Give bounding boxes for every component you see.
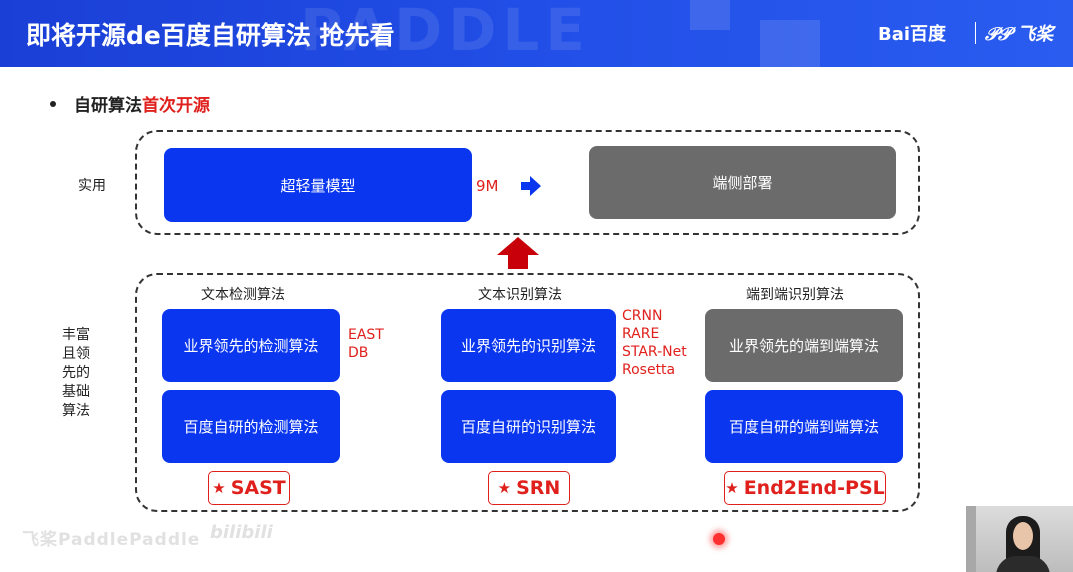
model-size-label: 9M [476,177,499,195]
bullet-heading: 自研算法首次开源 [50,91,210,116]
header-decoration [760,20,820,67]
ultralight-model-box: 超轻量模型 [164,148,472,222]
detection-algorithm-list: EAST DB [348,326,384,362]
edge-deploy-box: 端侧部署 [589,146,896,219]
presenter-body [996,556,1050,572]
arrow-right-icon [521,176,541,196]
baidu-recognition-box: 百度自研的识别算法 [441,390,616,463]
baidu-logo-text: Bai百度 [878,24,947,45]
header-decoration [690,0,730,30]
paddle-logo-mark: 𝒫𝒫 [985,24,1018,45]
badge-label: SAST [230,477,286,499]
webcam-background [966,506,976,572]
algorithm-name: DB [348,345,369,361]
paddle-logo-text: 飞桨 [1017,24,1054,45]
sota-recognition-box: 业界领先的识别算法 [441,309,616,382]
end2end-psl-badge: ★End2End-PSL [724,471,886,505]
baidu-logo: Bai百度 [878,20,946,46]
basic-algorithms-frame [135,273,920,512]
presenter-face [1013,522,1033,550]
baidu-end2end-box: 百度自研的端到端算法 [705,390,903,463]
bullet-dot [50,101,56,107]
arrow-up-icon [497,237,539,269]
slide-title: 即将开源de百度自研算法 抢先看 [26,21,395,50]
algorithm-name: EAST [348,327,384,343]
badge-label: SRN [516,477,561,499]
recognition-heading: 文本识别算法 [478,287,562,303]
detection-heading: 文本检测算法 [201,287,285,303]
bullet-text: 自研算法 [74,96,142,116]
algorithm-name: STAR-Net [622,344,687,360]
srn-badge: ★SRN [488,471,570,505]
basic-algorithms-label: 丰富且领先的基础算法 [62,327,90,419]
sast-badge: ★SAST [208,471,290,505]
presenter-webcam [966,506,1073,572]
baidu-detection-box: 百度自研的检测算法 [162,390,340,463]
practical-label: 实用 [78,178,106,194]
algorithm-name: RARE [622,326,660,342]
sota-detection-box: 业界领先的检测算法 [162,309,340,382]
recognition-algorithm-list: CRNN RARE STAR-Net Rosetta [622,307,687,379]
bullet-highlight: 首次开源 [142,96,210,116]
practical-frame [135,130,920,235]
badge-label: End2End-PSL [743,477,885,499]
logo-divider [975,22,976,44]
algorithm-name: CRNN [622,308,663,324]
slide-header: PADDLE 即将开源de百度自研算法 抢先看 Bai百度 𝒫𝒫 飞桨 [0,0,1073,67]
sota-end2end-box: 业界领先的端到端算法 [705,309,903,382]
star-icon: ★ [212,479,226,497]
star-icon: ★ [497,479,512,497]
header-watermark: PADDLE [300,0,591,64]
paddle-logo: 𝒫𝒫 飞桨 [985,20,1053,46]
laser-pointer [713,533,725,545]
video-watermark: 飞桨PaddlePaddle [22,530,201,550]
end2end-heading: 端到端识别算法 [746,287,844,303]
bilibili-watermark: bilibili [210,522,273,543]
algorithm-name: Rosetta [622,362,676,378]
star-icon: ★ [725,479,739,497]
